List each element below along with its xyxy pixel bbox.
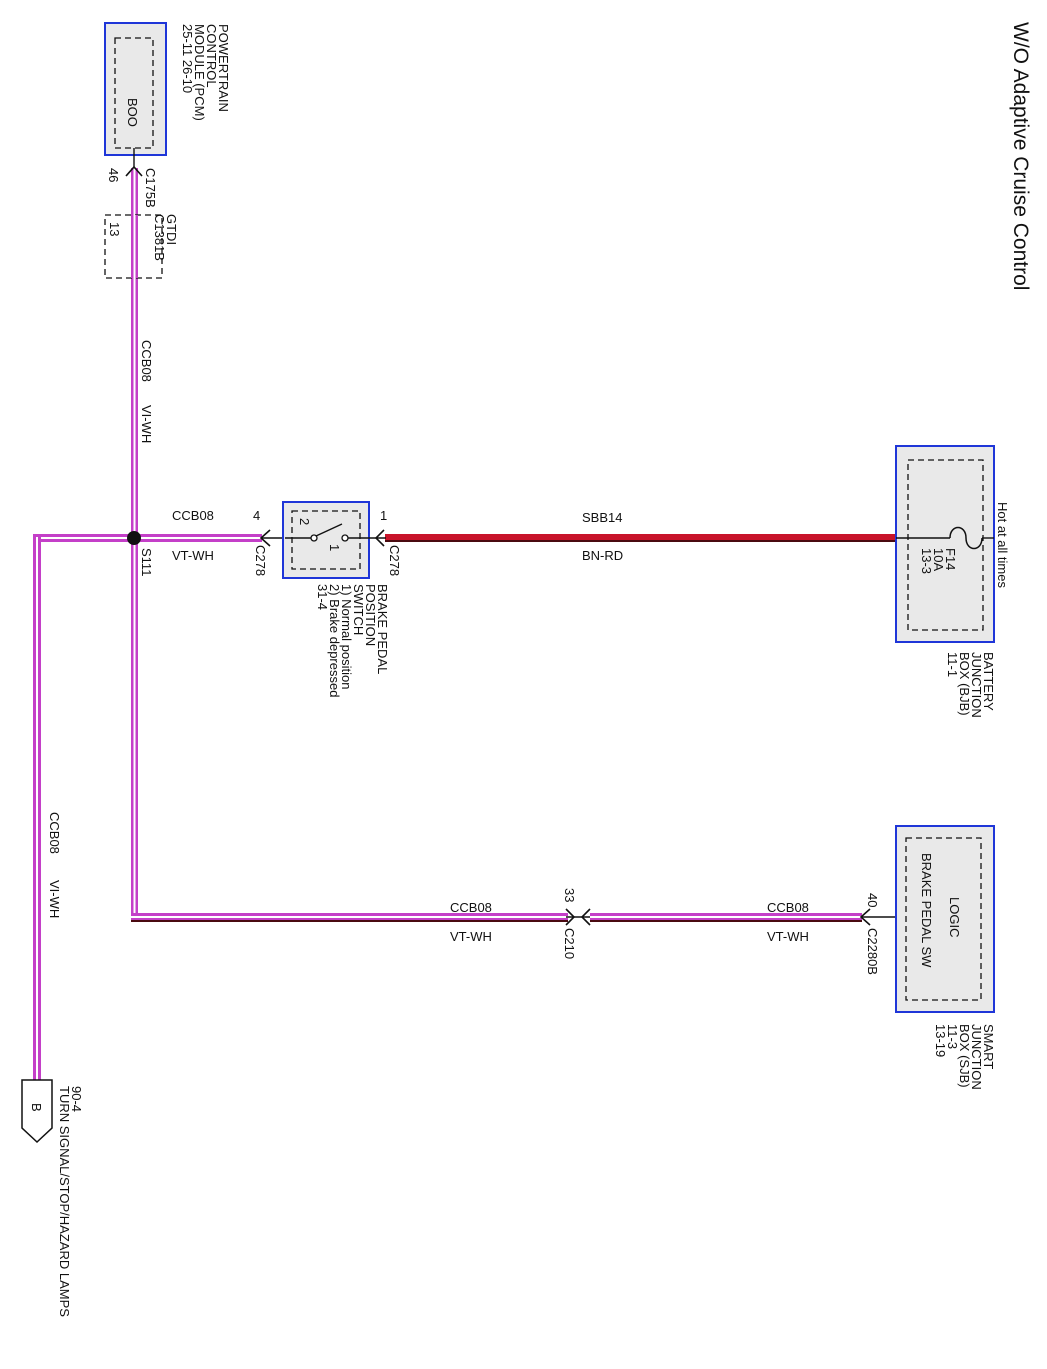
switch-name-line-5: 2) Brake depressed [327,584,342,697]
smart-junction-box: 40 C2280B LOGIC BRAKE PEDAL SW SMART JUN… [859,825,996,1090]
fuse-line-1: F14 [943,548,958,570]
switch-pin-out: 4 [253,508,260,523]
switch-connector-in-symbol [374,529,385,547]
wire-label-c210-color: VT-WH [450,929,492,944]
switch-name-line-1: BRAKE PEDAL [375,584,390,674]
inline-connector-c1381b: GTDI C1381B 13 [104,214,179,279]
wire-layer [33,168,898,1080]
wire-label-c210-circuit: CCB08 [450,900,492,915]
wire-label-sjb-circuit: CCB08 [767,900,809,915]
pcm-pin-label: BOO [125,98,140,127]
switch-pin-in: 1 [380,508,387,523]
switch-contact-1: 1 [327,544,342,551]
c210-right-symbol [580,908,591,926]
splice-label: S111 [139,548,154,576]
pcm-name-line-1: POWERTRAIN [216,24,231,112]
wire-pcm-to-splice [131,168,138,540]
wire-label-switch-color: VT-WH [172,548,214,563]
bjb-name: BATTERY JUNCTION BOX (BJB) 11-1 [945,652,996,718]
sjb-connector: C2280B [865,928,880,975]
destination-lamps[interactable]: B 90-4 TURN SIGNAL/STOP/HAZARD LAMPS [21,1079,84,1317]
inline-pin-number: 13 [107,222,122,236]
sjb-name: SMART JUNCTION BOX (SJB) 11-3 13-19 [933,1024,996,1090]
destination-name: TURN SIGNAL/STOP/HAZARD LAMPS [57,1086,72,1317]
sjb-logic-label: LOGIC [947,897,962,937]
fuse-line-3: 13-3 [919,548,934,574]
switch-name-line-6: 31-4 [315,584,330,610]
sjb-name-line-1: SMART [981,1024,996,1069]
sjb-connector-symbol [859,908,871,926]
sjb-name-line-3: BOX (SJB) [957,1024,972,1088]
wire-label-bjb-circuit: SBB14 [582,510,622,525]
wire-label-sjb-color: VT-WH [767,929,809,944]
fuse-f14-icon [949,526,983,550]
pcm-pin-number: 46 [106,168,121,182]
pcm-connector-symbol [125,165,143,177]
wire-c210-to-sjb [590,913,862,922]
wire-label-pcm-circuit: CCB08 [139,340,154,382]
switch-contact-2: 2 [297,518,312,525]
switch-name-line-4: 1) Normal position [339,584,354,690]
c210-connector: C210 [562,928,577,959]
pcm-name-line-2: CONTROL [204,24,219,88]
wire-label-bjb-color: BN-RD [582,548,623,563]
bjb-hot-label: Hot at all times [995,502,1010,588]
bjb-name-line-1: BATTERY [981,652,996,711]
inline-connector-name: C1381B [152,214,167,261]
fuse-line-2: 10A [931,548,946,571]
sjb-name-line-4: 11-3 [945,1024,960,1049]
sjb-pin: 40 [865,893,880,907]
pcm-module: BOO C175B 46 POWERTRAIN CONTROL MODULE (… [104,22,231,208]
pcm-name: POWERTRAIN CONTROL MODULE (PCM) 25-11 26… [180,24,231,121]
battery-junction-box: Hot at all times F14 10A 13-3 BATTERY JU… [895,445,1010,718]
switch-name: BRAKE PEDAL POSITION SWITCH 1) Normal po… [315,584,390,697]
inline-variant: GTDI [164,214,179,245]
inline-connector-c210: 33 C210 [562,888,591,959]
pcm-name-line-4: 25-11 26-10 [180,24,195,93]
c210-pin: 33 [562,888,577,902]
pcm-name-line-3: MODULE (PCM) [192,24,207,121]
switch-name-line-2: POSITION [363,584,378,646]
sjb-input-label: BRAKE PEDAL SW [919,853,934,968]
wire-splice-to-c210 [131,540,568,922]
switch-name-line-3: SWITCH [351,584,366,635]
bjb-name-line-4: 11-1 [945,652,960,677]
sjb-name-line-2: JUNCTION [969,1024,984,1090]
destination-flag[interactable] [21,1079,53,1144]
diagram-title: W/O Adaptive Cruise Control [1009,22,1032,290]
wire-label-switch-circuit: CCB08 [172,508,214,523]
wire-splice-to-switch [134,534,262,542]
destination-ref: 90-4 [69,1086,84,1112]
wire-splice-to-lamps [33,534,134,1080]
wire-label-lamps-circuit: CCB08 [47,812,62,854]
switch-connector-out-symbol [259,529,271,547]
destination-letter: B [29,1103,44,1112]
switch-connector-in: C278 [387,545,402,576]
c210-left-symbol [565,908,576,926]
bjb-name-line-2: JUNCTION [969,652,984,718]
wire-label-pcm-color: VI-WH [139,405,154,443]
sjb-name-line-5: 13-19 [933,1024,948,1057]
bjb-name-line-3: BOX (BJB) [957,652,972,716]
pcm-connector: C175B [143,168,158,208]
splice-s111: S111 [127,531,154,576]
switch-connector-out: C278 [253,545,268,576]
brake-pedal-switch: 4 C278 2 1 1 C278 BRAKE PEDAL POSITION S… [253,501,402,697]
wire-label-lamps-color: VI-WH [47,880,62,918]
wire-switch-to-bjb [385,534,898,542]
